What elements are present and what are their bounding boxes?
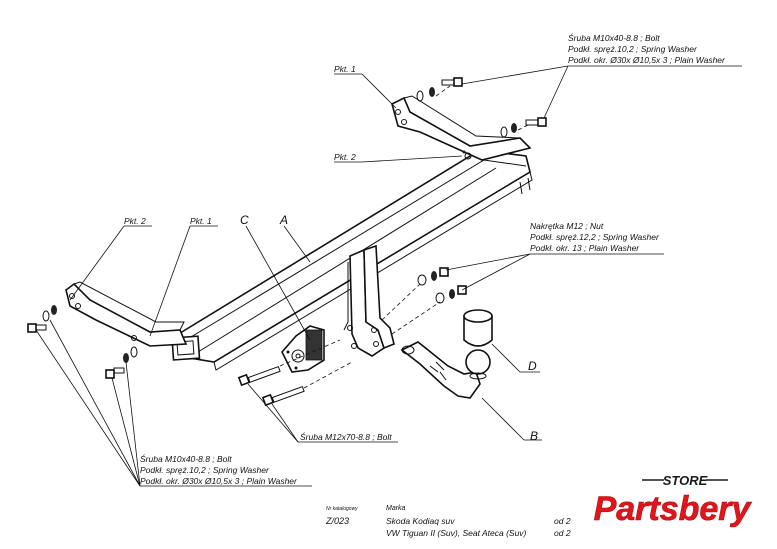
label-pkt2-top: Pkt. 2 (334, 152, 356, 162)
label-pkt1-left: Pkt. 1 (190, 216, 212, 226)
callout-line: Podkł. okr. Ø30x Ø10,5x 3 ; Plain Washer (140, 476, 298, 486)
nut-hardware (417, 267, 467, 304)
callout-line: Podkł. spręż.10,2 ; Spring Washer (140, 465, 270, 475)
callout-nut-group: Nakrętka M12 ; Nut Podkł. spręż.12,2 ; S… (530, 221, 660, 253)
callout-line: Śruba M10x40-8.8 ; Bolt (568, 32, 660, 43)
label-pkt2-left: Pkt. 2 (124, 216, 146, 226)
model-row: VW Tiguan II (Suv), Seat Ateca (Suv) (386, 528, 527, 538)
label-c: C (240, 213, 249, 227)
callout-line: Nakrętka M12 ; Nut (530, 221, 604, 231)
catalog-value: Z/023 (325, 516, 349, 526)
socket-plate (281, 325, 325, 373)
ball-cover (463, 309, 493, 347)
right-bracket (391, 95, 532, 161)
label-pkt1-top: Pkt. 1 (334, 64, 356, 74)
label-d: D (528, 359, 537, 373)
partsbery-logo: STORE Partsbery (593, 473, 753, 528)
left-hardware (27, 305, 138, 379)
ball-neck (400, 341, 491, 399)
top-hardware (416, 77, 547, 138)
label-b: B (530, 429, 538, 443)
date-from: od 2 (554, 516, 571, 526)
brand-header: Marka (386, 505, 406, 512)
date-from: od 2 (554, 528, 571, 538)
callout-bolt-m12: Śruba M12x70-8.8 ; Bolt (300, 431, 392, 442)
leader-lines (35, 65, 742, 487)
m12-bolts (237, 366, 305, 407)
callout-line: Podkł. okr. Ø30x Ø10,5x 3 ; Plain Washer (568, 55, 726, 65)
callout-line: Śruba M10x40-8.8 ; Bolt (140, 453, 232, 464)
callout-line: Podkł. spręż.12,2 ; Spring Washer (530, 232, 660, 242)
logo-brand-text: Partsbery (594, 490, 753, 528)
callout-line: Podkł. spręż.10,2 ; Spring Washer (568, 44, 698, 54)
label-a: A (279, 213, 288, 227)
logo-store-text: STORE (663, 473, 708, 488)
model-row: Skoda Kodiaq suv (386, 516, 455, 526)
callout-line: Podkł. okr. 13 ; Plain Washer (530, 243, 640, 253)
callout-top-right: Śruba M10x40-8.8 ; Bolt Podkł. spręż.10,… (568, 32, 726, 65)
left-bracket (65, 281, 188, 347)
info-table: Nr katalogowy Z/023 Marka Skoda Kodiaq s… (325, 505, 571, 538)
callout-bottom-left: Śruba M10x40-8.8 ; Bolt Podkł. spręż.10,… (140, 453, 298, 486)
center-bracket (343, 244, 395, 357)
catalog-header: Nr katalogowy (326, 506, 358, 512)
dashed-guides (279, 85, 531, 389)
